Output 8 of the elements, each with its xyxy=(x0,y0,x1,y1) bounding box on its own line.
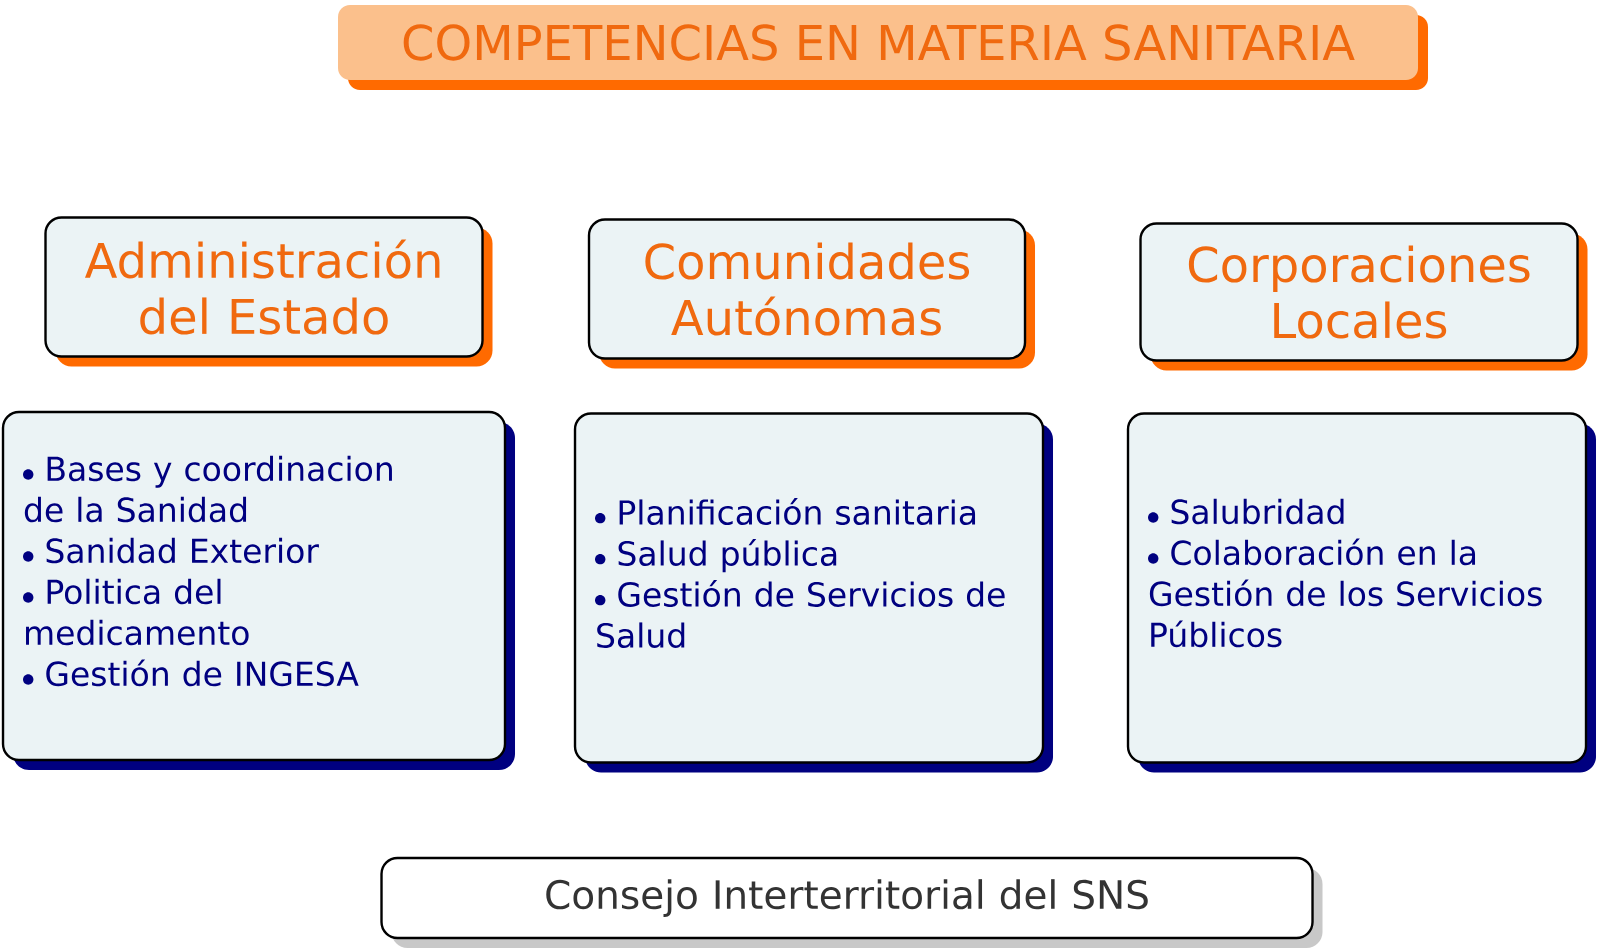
council-box: Consejo Interterritorial del SNS xyxy=(380,856,1323,948)
heading-box: Administración del Estado xyxy=(44,216,493,367)
list-box: Bases y coordinacion de la Sanidad Sanidad Exterior Politica del medicamento Gestión de INGESA xyxy=(1,410,515,770)
title-banner: COMPETENCIAS EN MATERIA SANITARIA xyxy=(338,5,1428,90)
heading-box: Comunidades Autónomas xyxy=(587,218,1035,369)
list-box: Salubridad Colaboración en la Gestión de los Servicios Públicos xyxy=(1126,412,1596,773)
list-box: Planificación sanitaria Salud pública Gestión de Servicios de Salud xyxy=(573,412,1053,773)
heading-box: Corporaciones Locales xyxy=(1139,222,1588,371)
